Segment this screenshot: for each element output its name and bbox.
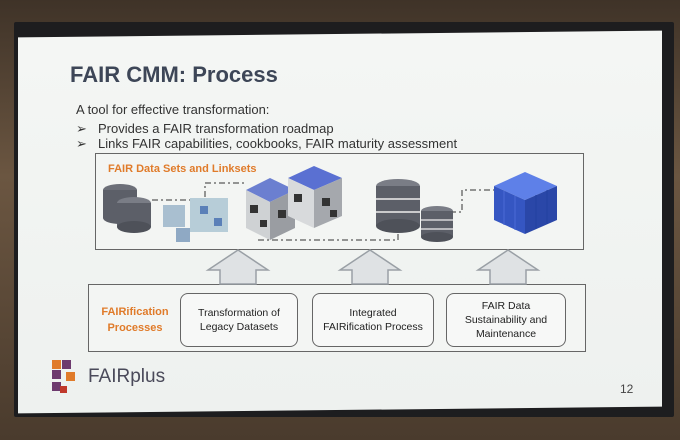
process-line: Legacy Datasets xyxy=(199,321,279,333)
bullet-item: ➢ Links FAIR capabilities, cookbooks, FAI… xyxy=(76,136,457,152)
process-step: Transformation of Legacy Datasets xyxy=(180,293,298,347)
slide-title: FAIR CMM: Process xyxy=(70,62,278,87)
bullet-arrow-icon: ➢ xyxy=(76,136,87,151)
cube-icon xyxy=(494,172,557,234)
database-icon xyxy=(103,184,151,233)
brand-name: FAIRplus xyxy=(88,366,166,387)
process-line: FAIR Data xyxy=(481,300,531,312)
bullet-item: ➢ Provides a FAIR transformation roadmap xyxy=(76,121,334,137)
page-number: 12 xyxy=(620,382,634,396)
slide-subtitle: A tool for effective transformation: xyxy=(76,102,270,117)
up-arrow-icon xyxy=(205,249,541,285)
bullet-text: Links FAIR capabilities, cookbooks, FAIR… xyxy=(98,136,458,151)
process-step: Integrated FAIRification Process xyxy=(312,293,434,347)
datasets-box-label: FAIR Data Sets and Linksets xyxy=(108,163,257,175)
process-line: FAIRification Process xyxy=(323,321,423,333)
process-step: FAIR Data Sustainability and Maintenance xyxy=(446,293,566,347)
process-line: Transformation of xyxy=(198,307,280,319)
cube-icon xyxy=(163,198,228,242)
bullet-arrow-icon: ➢ xyxy=(76,121,87,136)
processes-box-label: FAIRification Processes xyxy=(100,304,170,336)
fairplus-logo-icon xyxy=(52,360,75,393)
label-line: Processes xyxy=(107,322,163,334)
label-line: FAIRification xyxy=(101,306,169,318)
bullet-text: Provides a FAIR transformation roadmap xyxy=(98,121,334,136)
connector-lines xyxy=(152,182,495,241)
cube-icon xyxy=(246,166,342,240)
database-icon xyxy=(376,179,453,242)
process-line: Integrated xyxy=(349,307,397,319)
process-line: Maintenance xyxy=(475,328,537,340)
process-line: Sustainability and xyxy=(464,314,548,326)
